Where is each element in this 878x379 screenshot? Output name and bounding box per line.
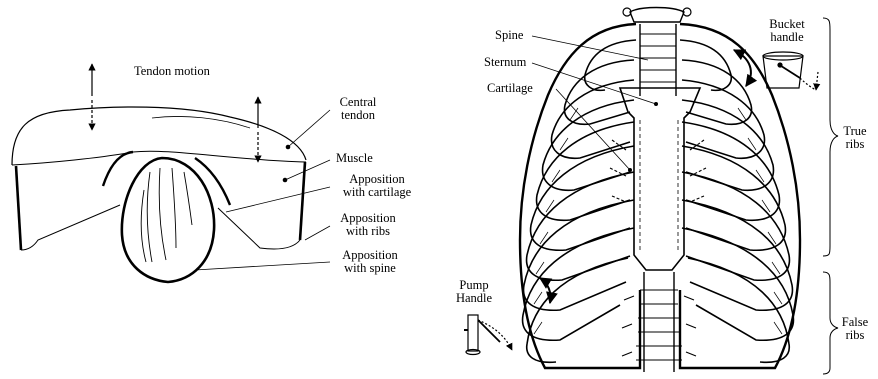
label-sternum: Sternum — [484, 56, 526, 69]
crus-strand-3 — [172, 168, 176, 248]
crus-strand-2 — [159, 168, 166, 260]
label-central-tendon-line2: tendon — [332, 109, 384, 122]
vertebra-top — [630, 8, 684, 23]
label-spine: Spine — [495, 29, 523, 42]
cartilage-dot — [628, 168, 632, 172]
label-apposition-spine: Apposition with spine — [332, 249, 408, 275]
apposition-cartilage-leader — [226, 187, 330, 212]
right-inner-curve — [195, 158, 230, 205]
ribcage-outline — [520, 24, 800, 368]
left-inner-curve — [103, 152, 133, 186]
label-muscle: Muscle — [336, 152, 373, 165]
spine-column — [640, 24, 676, 96]
apposition-spine-leader — [195, 262, 330, 270]
label-cartilage: Cartilage — [487, 82, 533, 95]
right-muscle-wall — [300, 162, 305, 240]
label-false-ribs: False ribs — [838, 316, 872, 342]
true-ribs-brace — [823, 18, 838, 256]
spine-ellipse — [122, 158, 214, 282]
left-muscle-wall — [16, 166, 21, 250]
label-true-ribs-line2: ribs — [838, 138, 872, 151]
apposition-ribs-leader — [305, 226, 330, 240]
sternum-dot — [654, 102, 658, 106]
crus-strand-5 — [141, 190, 146, 262]
label-tendon-motion: Tendon motion — [134, 65, 210, 78]
label-apposition-ribs: Apposition with ribs — [332, 212, 404, 238]
pump-handle-arrow — [540, 278, 551, 303]
label-apposition-ribs-line2: with ribs — [332, 225, 404, 238]
label-false-ribs-line2: ribs — [838, 329, 872, 342]
label-true-ribs: True ribs — [838, 125, 872, 151]
crus-strand-4 — [184, 172, 192, 225]
muscle-leader — [285, 160, 330, 180]
lumbar-spine — [644, 272, 674, 372]
sternum — [620, 88, 700, 270]
central-tendon-leader — [288, 110, 330, 147]
label-apposition-cartilage-line2: with cartilage — [332, 186, 422, 199]
label-pump-handle: Pump Handle — [454, 279, 494, 305]
label-apposition-spine-line2: with spine — [332, 262, 408, 275]
label-bucket-handle: Bucket handle — [764, 18, 810, 44]
right-base — [218, 208, 300, 249]
spine-segments — [640, 34, 676, 82]
crus-strand-1 — [147, 172, 152, 262]
pump-icon — [464, 315, 512, 355]
false-ribs-brace — [823, 272, 838, 374]
lumbar-segments — [622, 290, 696, 360]
costal-cartilage-marks — [610, 140, 706, 202]
label-pump-handle-line2: Handle — [454, 292, 494, 305]
label-apposition-cartilage: Apposition with cartilage — [332, 173, 422, 199]
label-central-tendon: Central tendon — [332, 96, 384, 122]
bucket-icon — [763, 52, 818, 90]
left-base — [21, 205, 120, 250]
diaphragm-drawing — [12, 64, 330, 282]
diaphragm-dome — [12, 107, 306, 165]
label-bucket-handle-line2: handle — [764, 31, 810, 44]
left-ribs — [523, 40, 636, 362]
